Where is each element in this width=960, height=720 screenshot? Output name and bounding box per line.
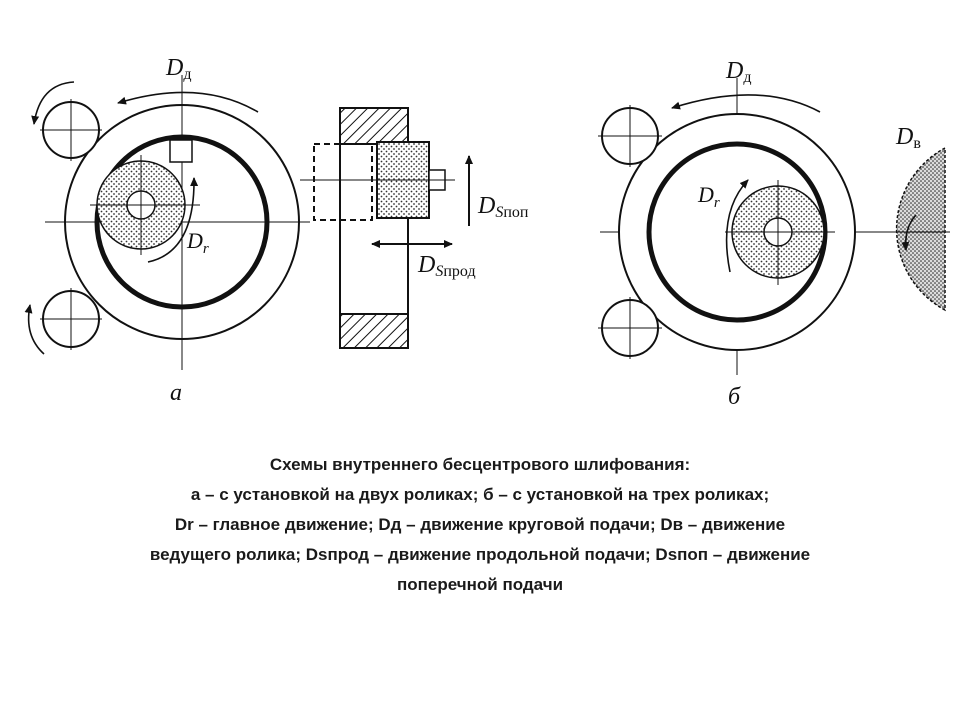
caption-line-2: а – с установкой на двух роликах; б – с … [190,485,770,504]
drive-roller-b [895,146,946,312]
workpiece-outer-a [64,104,300,340]
label-dd-a: Dд [165,55,191,83]
label-dspop: DSпоп [477,193,529,221]
scheme-a-side-view: DSпоп DSпрод [300,107,529,349]
dv-arrow-b [901,214,917,251]
label-dsprod: DSпрод [417,252,476,280]
grinding-schemes-diagram: Dд Dr а DSпоп DSпрод [24,55,950,410]
workpiece-wall-top [339,107,409,145]
dd-arrow-a [117,91,259,113]
caption-line-4: ведущего ролика; Dsпрод – движение продо… [149,545,811,564]
scheme-letter-b: б [728,384,741,410]
dr-arrow-b [725,179,749,273]
workpiece-wall-bottom [339,313,409,349]
label-dv-b: Dв [895,124,921,152]
label-dr-b: Dr [697,182,720,211]
scheme-b: Dд Dr Dв б [598,58,950,410]
scheme-a: Dд Dr а [24,55,310,406]
dr-arrow-a [147,177,199,263]
scheme-letter-a: а [170,380,182,406]
label-dr-a: Dr [186,228,209,257]
label-dd-b: Dд [725,58,751,86]
wheel-retracted-dashed [313,143,373,221]
roller-bottom-arrow-a [24,304,45,355]
figure-caption: Схемы внутреннего бесцентрового шлифован… [40,450,920,600]
workpiece-bore-a [94,134,270,310]
caption-line-3: Dr – главное движение; Dд – движение кру… [174,515,786,534]
caption-line-1: Схемы внутреннего бесцентрового шлифован… [269,455,691,474]
shoe-a [169,139,193,163]
caption-line-5: поперечной подачи [396,575,564,594]
dd-arrow-b [671,94,821,113]
roller-top-arrow-a [31,81,75,125]
